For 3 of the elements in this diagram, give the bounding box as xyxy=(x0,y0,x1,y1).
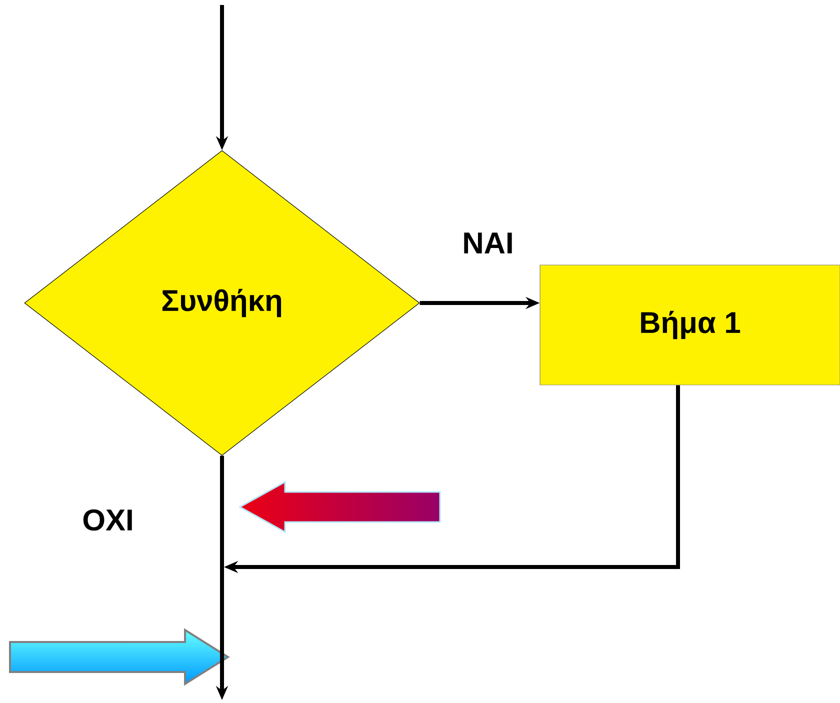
edge-label: ΟΧΙ xyxy=(83,509,132,531)
process-box: Βήμα 1 xyxy=(540,264,840,386)
edge-label: ΝΑΙ xyxy=(464,232,512,254)
